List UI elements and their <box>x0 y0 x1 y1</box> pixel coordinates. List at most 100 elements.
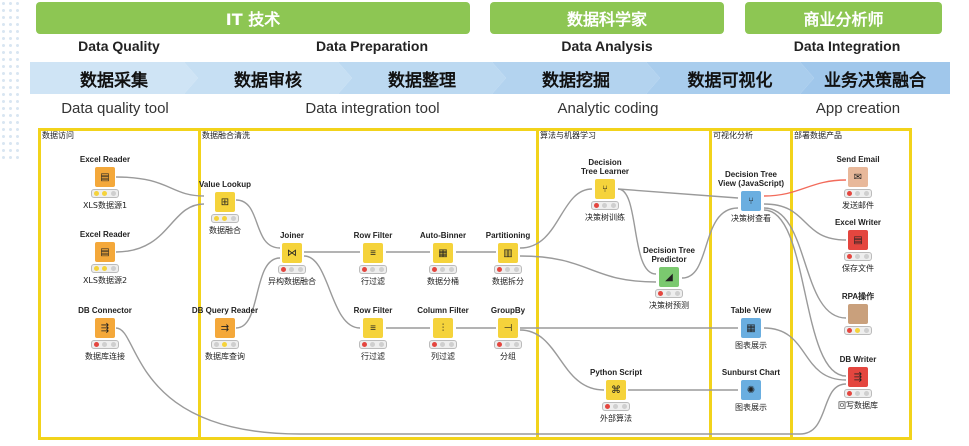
wire-dbquery-joiner <box>235 257 281 329</box>
group-title-deploy: 部署数据产品 <box>794 131 842 140</box>
node-send-email[interactable]: Send Email ✉ 发送邮件 <box>808 155 908 211</box>
node-decision-tree-view[interactable]: Decision Tree View (JavaScript) ⑂ 决策树查看 <box>701 170 801 224</box>
node-status <box>844 189 872 198</box>
node-column-filter[interactable]: Column Filter ⫶ 列过滤 <box>393 306 493 362</box>
node-title: Sunburst Chart <box>721 368 781 377</box>
node-title: Joiner <box>279 231 304 240</box>
groupby-icon: ⊣ <box>498 318 518 338</box>
node-excel-writer[interactable]: Excel Writer ▤ 保存文件 <box>808 218 908 274</box>
node-title: Row Filter <box>353 231 393 240</box>
node-label: 外部算法 <box>600 414 632 423</box>
group-title-data-fusion: 数据融合清洗 <box>202 131 250 140</box>
node-label: 数据融合 <box>209 226 241 235</box>
stage-visualize: 数据可视化 <box>646 62 814 94</box>
filter-icon: ≡ <box>363 243 383 263</box>
python-icon: ⌘ <box>606 380 626 400</box>
wire-dtl-dtp <box>617 188 657 275</box>
wire-joiner-rowf2 <box>303 255 361 329</box>
wire-dtv-dbw <box>763 209 847 377</box>
db-connector-icon: ⇶ <box>95 318 115 338</box>
node-decision-tree-predictor[interactable]: Decision Tree Predictor ◢ 决策树预测 <box>619 246 719 311</box>
node-auto-binner[interactable]: Auto-Binner ▦ 数据分桶 <box>393 231 493 287</box>
node-title: Python Script <box>589 368 642 377</box>
stage-collect: 数据采集 <box>30 62 198 94</box>
node-excel-reader-1[interactable]: Excel Reader ▤ XLS数据源1 <box>55 155 155 211</box>
tree-icon: ⑂ <box>595 179 615 199</box>
node-title: DB Writer <box>839 355 877 364</box>
category-data-scientist: 数据科学家 <box>490 2 724 34</box>
node-title: Send Email <box>836 155 880 164</box>
stage-decision: 业务决策融合 <box>800 62 950 94</box>
category-business-analyst: 商业分析师 <box>745 2 942 34</box>
node-joiner[interactable]: Joiner ⋈ 异构数据融合 <box>242 231 342 287</box>
tool-data-quality: Data quality tool <box>61 100 169 117</box>
node-excel-reader-2[interactable]: Excel Reader ▤ XLS数据源2 <box>55 230 155 286</box>
rpa-icon <box>848 304 868 324</box>
role-data-preparation: Data Preparation <box>315 38 429 54</box>
node-label: 分组 <box>500 352 516 361</box>
node-title: Excel Reader <box>79 230 131 239</box>
node-title: Decision Tree View (JavaScript) <box>717 170 785 188</box>
column-filter-icon: ⫶ <box>433 318 453 338</box>
node-status <box>494 340 522 349</box>
db-query-icon: ⇉ <box>215 318 235 338</box>
node-title: Column Filter <box>417 306 469 315</box>
wire-groupby-py <box>519 329 605 391</box>
node-label: 图表展示 <box>735 403 767 412</box>
node-decision-tree-learner[interactable]: Decision Tree Learner ⑂ 决策树训练 <box>555 158 655 223</box>
wire-dtv-rpa <box>763 207 847 319</box>
table-icon: ▦ <box>741 318 761 338</box>
node-db-connector[interactable]: DB Connector ⇶ 数据库连接 <box>55 306 155 362</box>
node-title: Decision Tree Predictor <box>642 246 696 264</box>
node-title: Auto-Binner <box>419 231 467 240</box>
node-status <box>278 265 306 274</box>
node-python-script[interactable]: Python Script ⌘ 外部算法 <box>566 368 666 424</box>
node-value-lookup[interactable]: Value Lookup ⊞ 数据融合 <box>175 180 275 236</box>
node-status <box>602 402 630 411</box>
node-rpa[interactable]: RPA操作 <box>808 292 908 335</box>
db-writer-icon: ⇶ <box>848 367 868 387</box>
node-partitioning[interactable]: Partitioning ▥ 数据拆分 <box>458 231 558 287</box>
node-status <box>91 340 119 349</box>
background-dots <box>0 0 22 160</box>
node-label: 决策树查看 <box>731 214 771 223</box>
node-sunburst-chart[interactable]: Sunburst Chart ✺ 图表展示 <box>701 368 801 413</box>
node-title: RPA操作 <box>841 292 875 301</box>
node-status <box>429 340 457 349</box>
node-status <box>91 189 119 198</box>
node-title: Value Lookup <box>198 180 251 189</box>
wire-dtv-email <box>763 179 847 197</box>
node-title: Table View <box>730 306 772 315</box>
node-status <box>591 201 619 210</box>
node-status <box>91 264 119 273</box>
node-row-filter-2[interactable]: Row Filter ≡ 行过滤 <box>323 306 423 362</box>
node-title: Decision Tree Learner <box>580 158 630 176</box>
category-it: IT 技术 <box>36 2 470 34</box>
tool-analytic-coding: Analytic coding <box>557 100 659 117</box>
filter-icon: ≡ <box>363 318 383 338</box>
sunburst-icon: ✺ <box>741 380 761 400</box>
node-row-filter-1[interactable]: Row Filter ≡ 行过滤 <box>323 231 423 287</box>
node-label: XLS数据源1 <box>82 201 128 210</box>
node-label: 异构数据融合 <box>268 277 316 286</box>
node-title: Row Filter <box>353 306 393 315</box>
tool-data-integration: Data integration tool <box>305 100 440 117</box>
role-data-integration: Data Integration <box>793 38 901 54</box>
node-db-query-reader[interactable]: DB Query Reader ⇉ 数据库查询 <box>175 306 275 362</box>
node-title: GroupBy <box>490 306 526 315</box>
node-label: 决策树训练 <box>585 213 625 222</box>
node-db-writer[interactable]: DB Writer ⇶ 回写数据库 <box>808 355 908 411</box>
node-title: Partitioning <box>485 231 531 240</box>
node-label: 列过滤 <box>431 352 455 361</box>
wire-part-dtl <box>519 188 593 249</box>
role-data-quality: Data Quality <box>78 38 160 54</box>
node-label: 保存文件 <box>842 264 874 273</box>
node-table-view[interactable]: Table View ▦ 图表展示 <box>701 306 801 351</box>
node-status <box>359 340 387 349</box>
group-title-visual: 可视化分析 <box>713 131 753 140</box>
node-status <box>211 214 239 223</box>
node-status <box>494 265 522 274</box>
wire-excel2-lookup <box>115 203 205 253</box>
node-groupby[interactable]: GroupBy ⊣ 分组 <box>458 306 558 362</box>
excel-icon: ▤ <box>95 242 115 262</box>
